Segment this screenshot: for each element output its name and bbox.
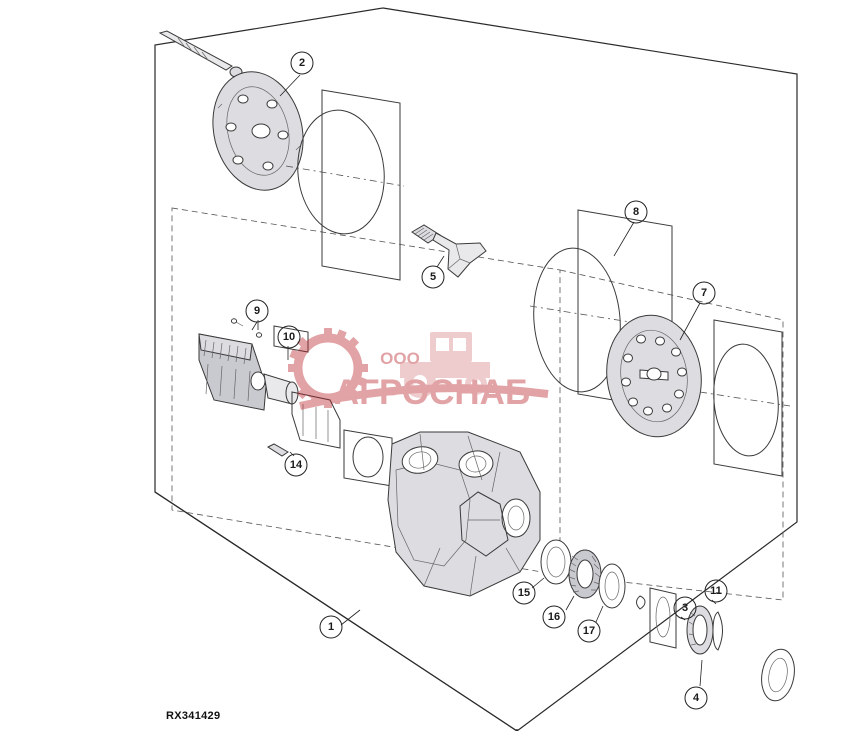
part-flange-plate (158, 30, 304, 191)
callout-4-label: 4 (692, 692, 700, 704)
callout-11[interactable]: 11 (705, 580, 727, 602)
callout-11-label: 11 (710, 585, 722, 597)
part-small-gasket (343, 429, 393, 487)
part-bearing-16 (565, 549, 602, 611)
callout-7-label: 7 (700, 287, 708, 299)
part-drive-shaft (411, 224, 487, 278)
callout-1-label: 1 (327, 621, 335, 633)
callout-4[interactable]: 4 (685, 687, 707, 709)
callout-2[interactable]: 2 (291, 52, 313, 74)
callout-16-label: 16 (547, 611, 561, 623)
callout-leaders (251, 74, 361, 626)
callout-9[interactable]: 9 (246, 300, 268, 322)
callout-14[interactable]: 14 (285, 454, 307, 476)
part-gasket-plate-right (699, 319, 791, 477)
callout-7[interactable]: 7 (693, 282, 715, 304)
part-washer-17 (595, 563, 626, 623)
callout-5-label: 5 (429, 271, 437, 283)
callout-14-label: 14 (289, 459, 303, 471)
callout-3[interactable]: 3 (674, 597, 696, 619)
callout-10[interactable]: 10 (278, 326, 300, 348)
callout-2-label: 2 (298, 57, 306, 69)
callout-10-label: 10 (282, 331, 296, 343)
callout-1[interactable]: 1 (320, 616, 342, 638)
callout-5[interactable]: 5 (422, 266, 444, 288)
part-rotor-cartridge (198, 333, 341, 449)
part-gasket-plate-left (285, 89, 405, 281)
callout-15[interactable]: 15 (513, 582, 535, 604)
callout-17-label: 17 (582, 625, 596, 637)
callout-8-label: 8 (632, 206, 640, 218)
callout-9-label: 9 (253, 305, 261, 317)
drawing-code: RX341429 (166, 710, 221, 722)
callout-17[interactable]: 17 (578, 620, 600, 642)
callout-16[interactable]: 16 (543, 606, 565, 628)
callout-15-label: 15 (517, 587, 531, 599)
part-pump-housing (387, 431, 541, 597)
part-port-plate (606, 302, 702, 438)
callout-3-label: 3 (681, 602, 689, 614)
part-seal-ring-15 (531, 539, 572, 589)
callout-8[interactable]: 8 (625, 201, 647, 223)
